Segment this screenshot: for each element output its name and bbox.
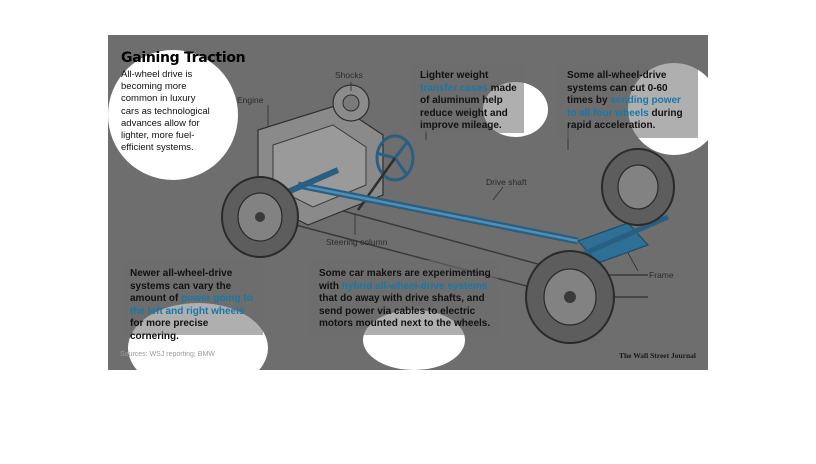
callout-panel [123, 260, 263, 335]
callout-highlight: hybrid all-wheel-drive systems [341, 280, 488, 292]
callout-panel [310, 260, 498, 335]
chassis-drawing [221, 82, 675, 344]
callout-highlight: transfer cases [420, 82, 488, 94]
intro-text: All-wheel drive is becoming more common … [121, 69, 210, 154]
rear-left-wheel [525, 250, 615, 344]
callout-highlight: sending power to all four wheels [567, 95, 681, 119]
drive-shaft-label: Drive shaft [486, 177, 527, 187]
engine-label: Engine [237, 95, 264, 105]
callout-panel [558, 63, 698, 138]
steering-column-label: Steering column [326, 237, 388, 247]
callout-highlight: power going to the left and right wheels [130, 293, 253, 317]
sources-note: Sources: WSJ reporting; BMW [120, 351, 215, 358]
white-spot [108, 50, 238, 180]
callout-transfer-case: Lighter weight transfer cases made of al… [420, 70, 517, 131]
publication-credit: The Wall Street Journal [618, 351, 696, 360]
callout-panel [410, 63, 524, 133]
shock-absorber [332, 84, 370, 122]
rear-right-wheel [601, 148, 675, 226]
callout-cornering: Newer all-wheel-drive systems can vary t… [130, 268, 253, 342]
shocks-label: Shocks [335, 70, 363, 80]
graphic-title: Gaining Traction [121, 50, 246, 66]
steering-wheel [375, 134, 415, 182]
front-left-wheel [221, 176, 299, 258]
frame-label: Frame [649, 270, 674, 280]
drive-shaft [297, 181, 579, 245]
callout-hybrid: Some car makers are experimenting with h… [319, 268, 491, 329]
callout-acceleration: Some all-wheel-drive systems can cut 0-6… [567, 70, 683, 131]
infographic: Gaining Traction All-wheel drive is beco… [108, 35, 708, 370]
